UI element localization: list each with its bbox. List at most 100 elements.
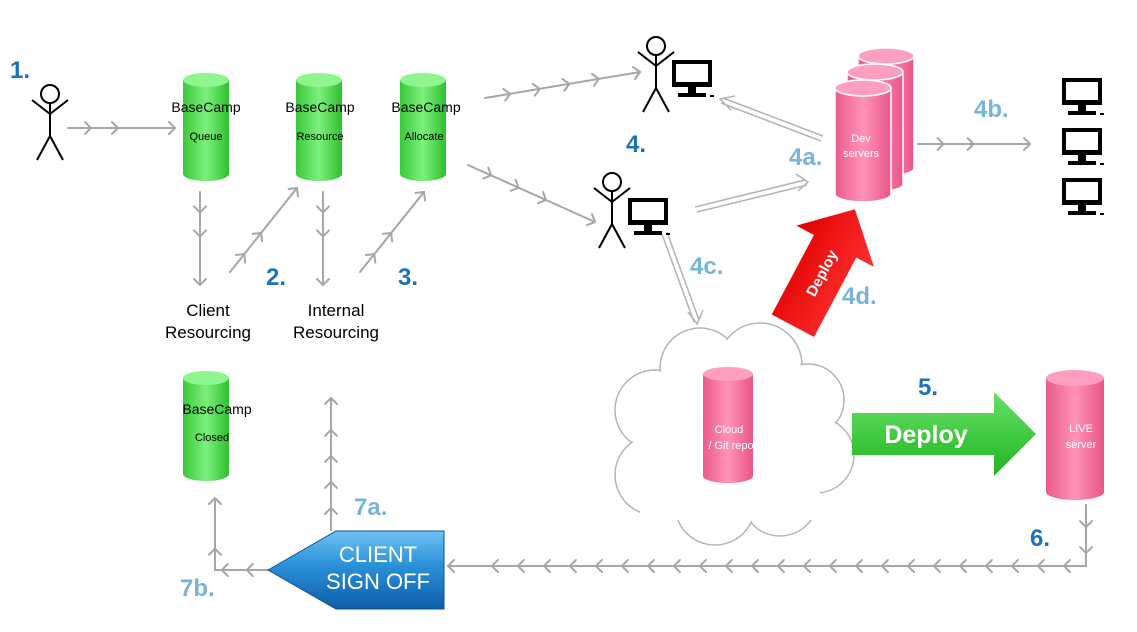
cylinder-basecamp-closed: BaseCamp Closed <box>182 371 252 481</box>
chevron-icon <box>537 191 548 205</box>
cylinder-basecamp-queue: BaseCamp Queue <box>171 73 241 181</box>
cloud-label-line2: / Git repo <box>708 440 753 452</box>
arrow-client-resourcing-to-resource <box>229 186 299 273</box>
arrow-live-to-sign-off <box>446 504 1093 573</box>
live-server-label-line2: server <box>1066 439 1097 451</box>
chevron-icon <box>568 559 577 573</box>
double-line-connectors <box>661 95 824 326</box>
cloud-label-line1: Cloud <box>715 424 744 436</box>
cylinder-dev-servers: Dev servers <box>834 47 915 203</box>
chevron-icon <box>1010 559 1019 573</box>
chevron-icon <box>324 506 338 515</box>
connector-arrows <box>67 66 1093 577</box>
computer-icon <box>1062 178 1104 215</box>
chevron-icon <box>83 121 93 135</box>
chevron-icon <box>287 186 299 198</box>
chevron-icon <box>936 137 945 151</box>
chevron-icon <box>234 252 247 264</box>
chevron-icon <box>1023 137 1032 151</box>
client-sign-off-line1: CLIENT <box>339 542 417 567</box>
computer-icon <box>628 198 670 235</box>
chevron-icon <box>193 205 207 214</box>
arrow-sign-off-to-closed <box>208 496 269 577</box>
chevron-icon <box>1079 546 1093 555</box>
chevron-icon <box>220 563 229 577</box>
chevron-icon <box>324 396 338 405</box>
cylinder-cloud-git-repo: Cloud / Git repo <box>703 367 754 483</box>
chevron-icon <box>594 559 603 573</box>
chevron-icon <box>854 559 863 573</box>
chevron-icon <box>1036 559 1045 573</box>
step-6: 6. <box>1030 525 1050 552</box>
cylinder-title: BaseCamp <box>285 99 354 115</box>
chevron-icon <box>632 66 642 80</box>
computer-icon <box>672 60 714 97</box>
chevron-icon <box>316 278 330 287</box>
live-server-label-line1: LIVE <box>1069 423 1093 435</box>
chevron-icon <box>414 190 426 202</box>
chevron-icon <box>561 77 571 92</box>
deploy-arrow-red: Deploy <box>771 209 874 338</box>
chevron-icon <box>251 231 264 243</box>
chevron-icon <box>620 559 629 573</box>
chevron-icon <box>509 178 520 192</box>
chevron-icon <box>590 72 601 87</box>
chevron-icon <box>880 559 889 573</box>
internal-resourcing-line1: Internal <box>308 301 365 320</box>
chevron-icon <box>193 278 207 287</box>
internal-resourcing-line2: Resourcing <box>293 323 379 342</box>
chevron-icon <box>646 559 655 573</box>
chevron-icon <box>490 559 499 573</box>
chevron-icon <box>316 205 330 214</box>
chevron-icon <box>724 559 733 573</box>
cylinder-title: BaseCamp <box>391 99 460 115</box>
arrow-allocate-to-developer <box>484 66 642 102</box>
chevron-icon <box>698 559 707 573</box>
chevron-icon <box>984 559 993 573</box>
chevron-icon <box>324 428 338 437</box>
step-2: 2. <box>266 264 286 291</box>
chevron-icon <box>245 563 254 577</box>
chevron-icon <box>208 496 222 505</box>
chevron-icon <box>828 559 837 573</box>
cylinder-label: Closed <box>195 432 229 444</box>
step-4c: 4c. <box>690 253 723 280</box>
person-icon <box>593 172 631 249</box>
step-3: 3. <box>398 264 418 291</box>
chevron-icon <box>516 559 525 573</box>
step-7b: 7b. <box>180 575 215 602</box>
computer-icon <box>1062 128 1104 165</box>
computer-icon <box>1062 78 1104 115</box>
chevron-icon <box>776 559 785 573</box>
step-4d: 4d. <box>842 283 877 310</box>
chevron-icon <box>208 547 222 556</box>
chevron-icon <box>193 229 207 238</box>
chevron-icon <box>586 213 597 227</box>
arrow-queue-to-client-resourcing <box>193 191 207 287</box>
arrow-internal-resourcing-to-allocate <box>359 190 426 273</box>
arrow-dev-servers-to-clients <box>917 137 1032 151</box>
arrow-user-to-queue <box>67 121 177 135</box>
step-1: 1. <box>10 57 30 84</box>
step-4: 4. <box>626 131 646 158</box>
chevron-icon <box>324 454 338 463</box>
chevron-icon <box>966 137 975 151</box>
chevron-icon <box>364 252 377 264</box>
chevron-icon <box>750 559 759 573</box>
person-icon <box>637 36 675 113</box>
chevron-icon <box>672 559 681 573</box>
cylinder-live-server: LIVE server <box>1046 370 1104 500</box>
chevron-icon <box>1062 559 1071 573</box>
deploy-green-label: Deploy <box>884 421 967 449</box>
dev-servers-label-line2: servers <box>843 148 880 160</box>
chevron-icon <box>482 166 493 180</box>
chevron-icon <box>802 559 811 573</box>
chevron-icon <box>906 559 915 573</box>
arrow-allocate-to-developer-2 <box>467 164 597 227</box>
chevron-icon <box>381 231 394 243</box>
cylinder-title: BaseCamp <box>171 99 240 115</box>
deploy-arrow-green: Deploy <box>852 392 1036 476</box>
cylinder-label: Allocate <box>404 131 443 143</box>
